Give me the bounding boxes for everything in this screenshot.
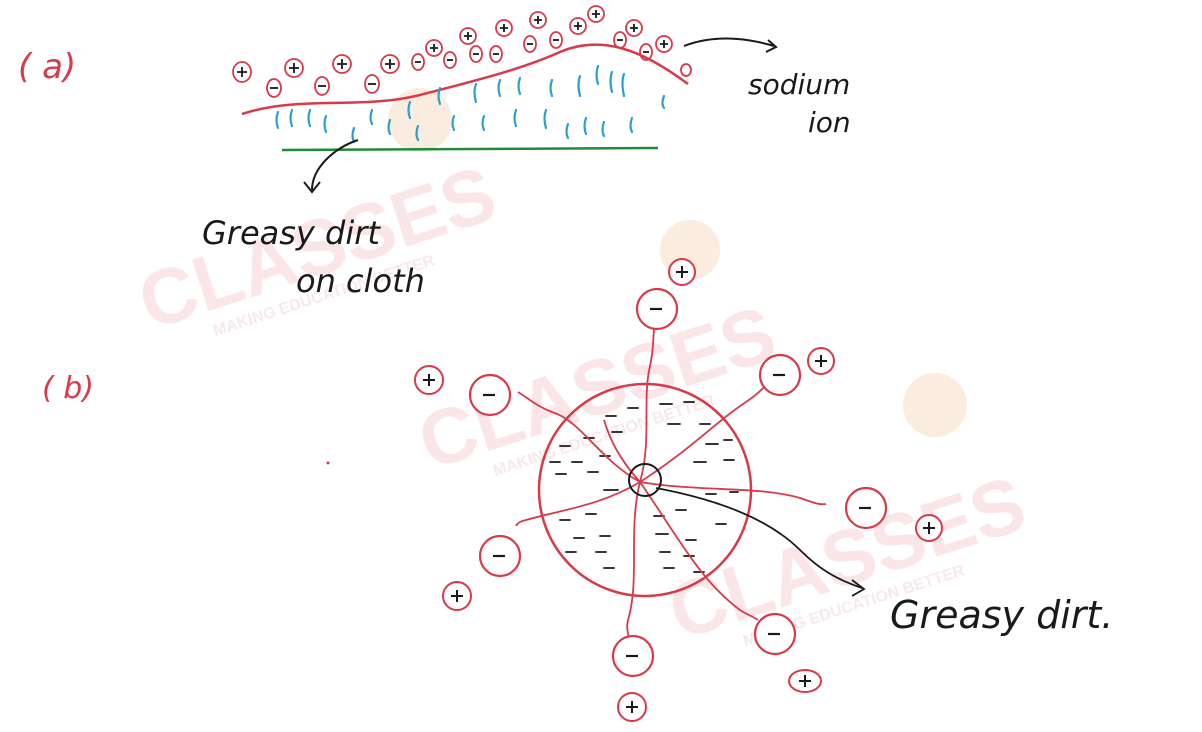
ion-plus-icon [495,19,513,37]
cloth-line [281,146,659,152]
ion-minus-icon [443,51,457,69]
ion-minus-icon [411,53,425,71]
ion-minus-icon [364,74,380,94]
greasy-dirt-strokes [275,64,666,144]
watermark-head-icon [903,373,967,437]
cation-plus-icon [915,514,943,542]
ion-minus-icon [523,35,537,53]
anion-minus-icon [753,612,797,656]
watermark-group: CLASSES MAKING EDUCATION BETTER CLASSES … [128,88,1036,656]
cation-plus-icon [788,669,822,693]
ion-minus-icon [489,45,503,63]
greasy-dirt-arrow [655,487,863,589]
watermark-head-icon [388,88,452,152]
ion-plus-icon [587,5,605,23]
anion-minus-icon [758,353,802,397]
dirt-dashes [549,401,739,573]
ion-minus-icon [639,43,653,61]
stray-dot [326,461,330,465]
ion-plus-icon [459,27,477,45]
ion-plus-icon [232,61,252,83]
micelle-center-marker [628,463,662,497]
ion-plus-icon [425,39,443,57]
sodium-ion-arrow [683,37,775,47]
arrow-head-icon [303,181,321,194]
anion-minus-icon [844,486,888,530]
cation-group [414,258,943,722]
greasy-dirt-label: Greasy dirt. [890,593,1113,637]
ion-minus-icon [266,78,282,98]
ion-minus-icon [314,76,330,96]
ion-plus-icon [284,58,304,78]
ion-plus-icon [569,17,587,35]
greasy-cloth-label-2: on cloth [296,262,425,300]
anion-heads [468,287,888,678]
cation-plus-icon [617,692,647,722]
greasy-cloth-label-1: Greasy dirt [202,214,381,252]
part-b-label: ( b) [42,371,94,406]
cation-plus-icon [442,581,472,611]
ion-minus-icon [680,63,692,77]
ion-row [232,5,692,98]
cation-plus-icon [414,365,444,395]
ion-plus-icon [332,54,352,74]
ion-plus-icon [655,35,673,53]
ion-plus-icon [625,19,643,37]
arrow-head-icon [765,39,778,53]
ion-minus-icon [549,31,563,49]
anion-minus-icon [635,287,679,331]
sodium-ion-label-1: sodium [748,68,850,101]
sodium-ion-label-2: ion [808,106,851,139]
dirt-boundary-curve [241,43,689,116]
part-a-diagram: sodium ion Greasy dirt on cloth [202,5,851,300]
greasy-cloth-arrow [311,139,359,191]
soap-tails [515,321,827,641]
ion-plus-icon [380,54,400,74]
arrow-head-icon [851,579,866,597]
cation-plus-icon [807,347,835,375]
watermark-brand: CLASSES [408,289,786,487]
part-b-micelle: Greasy dirt. [326,258,1113,722]
ion-plus-icon [529,11,547,29]
part-a-label: ( a) [18,47,76,87]
ion-minus-icon [469,45,483,63]
anion-minus-icon [468,373,512,417]
anion-minus-icon [478,534,522,578]
ion-minus-icon [613,31,627,49]
anion-minus-icon [611,634,655,678]
cation-plus-icon [668,258,696,286]
